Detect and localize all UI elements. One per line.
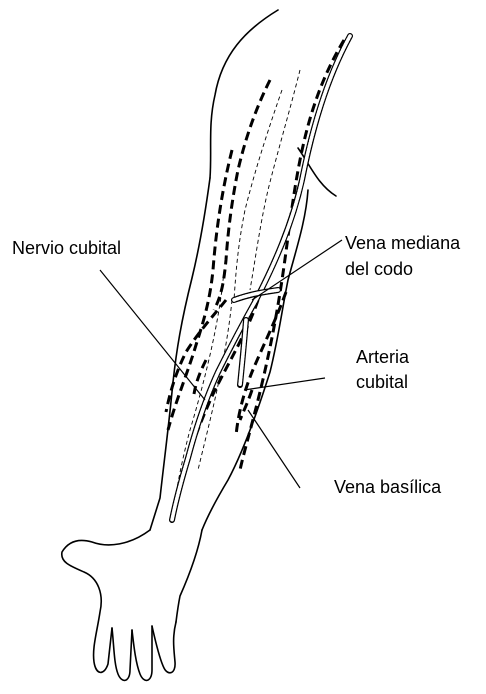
label-vena-mediana-line2: del codo — [345, 258, 413, 280]
label-vena-mediana-line1: Vena mediana — [345, 232, 460, 254]
vessels-dotted — [172, 36, 350, 520]
leader-arteria-cubital — [244, 378, 325, 390]
veins-dashed — [166, 40, 344, 478]
arm-outline — [62, 10, 336, 680]
label-arteria-line1: Arteria — [356, 346, 409, 368]
label-arteria-line2: cubital — [356, 371, 408, 393]
label-nervio-cubital: Nervio cubital — [12, 237, 121, 259]
label-vena-basilica: Vena basílica — [334, 476, 441, 498]
leader-vena-basilica — [248, 410, 300, 488]
